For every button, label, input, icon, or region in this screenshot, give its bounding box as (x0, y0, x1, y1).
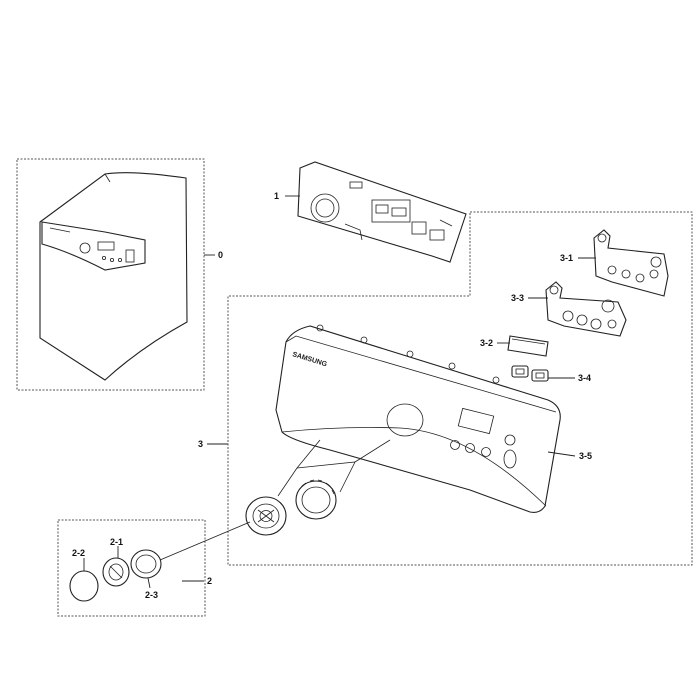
control-panel: SAMSUNG (275, 324, 561, 513)
button-holder-upper (593, 229, 669, 297)
label-0: 0 (218, 250, 223, 260)
washer-cabinet (39, 172, 188, 381)
frame-assembly-2 (57, 519, 206, 617)
display-window (507, 335, 549, 357)
label-1: 1 (274, 191, 279, 201)
label-2-1: 2-1 (110, 537, 123, 547)
label-3-1: 3-1 (560, 253, 573, 263)
label-2-2: 2-2 (72, 548, 85, 558)
label-3-2: 3-2 (480, 338, 493, 348)
leader-knob-to-panel (159, 521, 251, 561)
label-3: 3 (198, 439, 203, 449)
label-3-4: 3-4 (578, 373, 591, 383)
label-3-5: 3-5 (579, 451, 592, 461)
label-2-3: 2-3 (145, 590, 158, 600)
frame-assembly-3 (227, 211, 693, 566)
knob-assembly (245, 439, 391, 536)
knob (102, 557, 130, 587)
label-3-3: 3-3 (511, 293, 524, 303)
frame-assembly-0 (16, 158, 205, 391)
label-2: 2 (207, 576, 212, 586)
push-buttons (511, 365, 549, 382)
pcb-assembly (297, 161, 467, 263)
button-holder-lower (545, 281, 627, 337)
knob-cap (69, 570, 99, 602)
knob-ring (130, 549, 162, 579)
